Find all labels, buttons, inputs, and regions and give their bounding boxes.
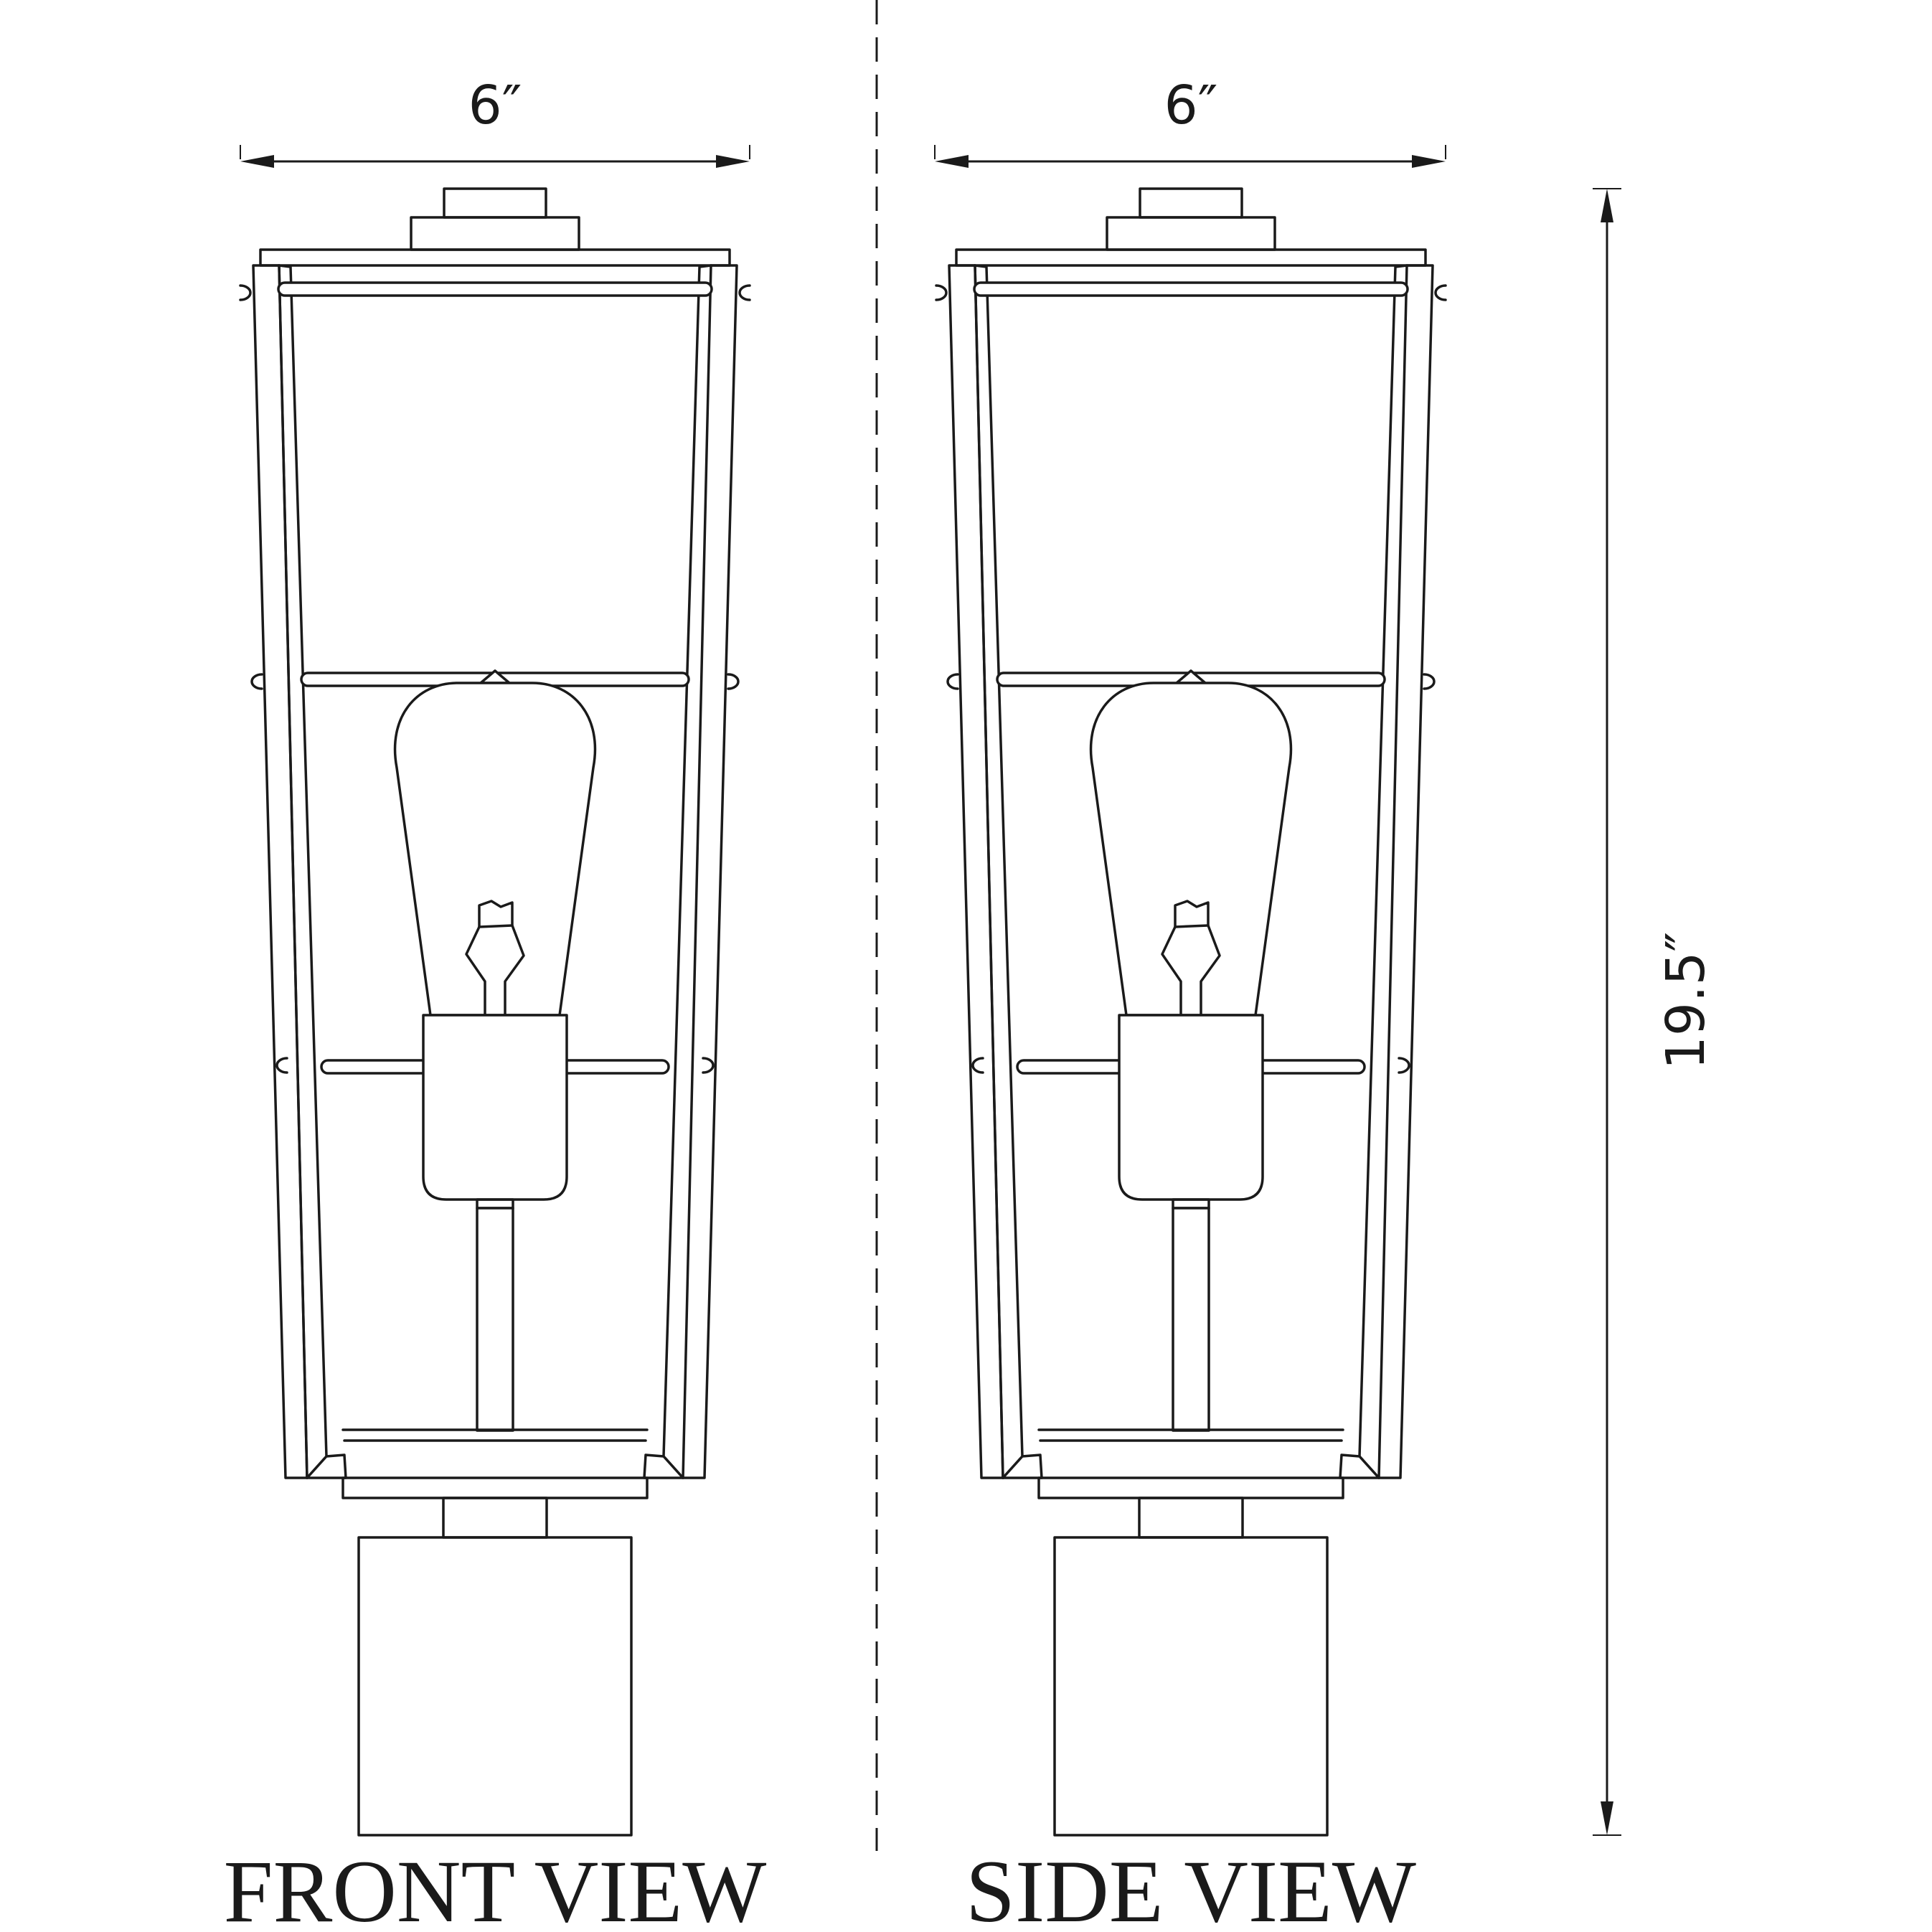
side-width-dimension [934, 145, 1446, 168]
height-dimension [1593, 188, 1621, 1836]
front-view-label: FRONT VIEW [224, 1842, 767, 1932]
height-label: 19.5″ [1655, 932, 1717, 1070]
side-width-label: 6″ [1164, 75, 1218, 136]
front-view-lamp [239, 187, 751, 1837]
front-width-dimension [240, 145, 750, 168]
side-view-lamp [935, 187, 1447, 1837]
side-view-label: SIDE VIEW [966, 1842, 1416, 1932]
front-width-label: 6″ [468, 75, 522, 136]
